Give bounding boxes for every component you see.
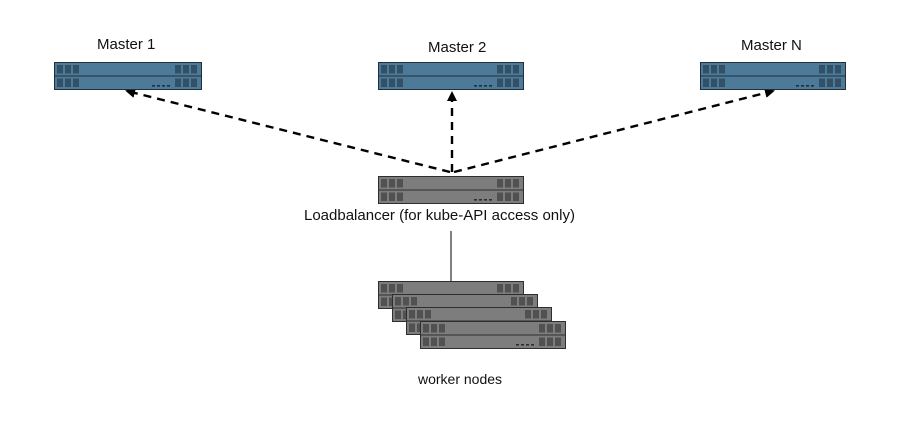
master-2-label: Master 2 (428, 39, 487, 56)
worker-nodes-stack (378, 281, 566, 349)
master-n-label: Master N (741, 37, 802, 54)
loadbalancer-label: Loadbalancer (for kube-API access only) (304, 207, 575, 224)
master-1-label: Master 1 (97, 36, 156, 53)
loadbalancer-server (378, 176, 524, 204)
master-1-server (54, 62, 202, 90)
arrow-to-master-n (453, 88, 775, 174)
arrow-to-master-1 (125, 88, 451, 174)
master-n-server (700, 62, 846, 90)
master-2-server (378, 62, 524, 90)
worker-node-server (420, 321, 566, 349)
connectors (125, 88, 775, 281)
worker-nodes-label: worker nodes (418, 371, 503, 387)
